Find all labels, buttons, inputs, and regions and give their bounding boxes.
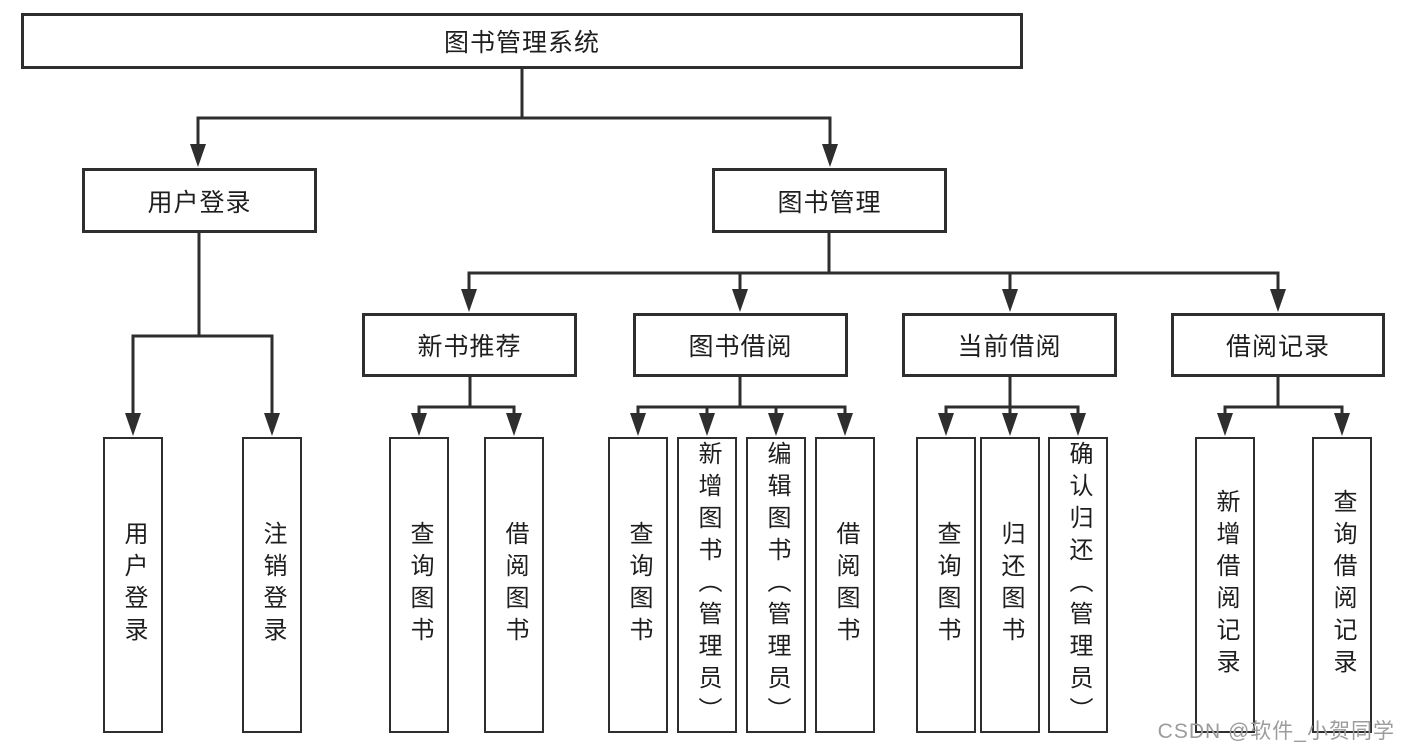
node-book-borrowing: 图书借阅 [633, 313, 848, 377]
connector-recommendation-to-leaves [417, 377, 516, 421]
arrowhead [411, 413, 427, 436]
node-label: 借阅记录 [1225, 333, 1330, 361]
arrowhead [1070, 413, 1086, 436]
node-label: 图书借阅 [688, 333, 793, 361]
arrowheads-leaves [125, 413, 1350, 436]
leaf-edit-books-admin: 编辑图书（管理员） [746, 437, 806, 733]
node-library-management-system: 图书管理系统 [21, 13, 1023, 69]
connector-root-to-level2 [196, 69, 832, 153]
arrowhead [732, 289, 748, 312]
arrowhead [461, 289, 477, 312]
arrowhead [125, 413, 141, 436]
arrowhead [630, 413, 646, 436]
leaf-borrow-books-borrowing: 借阅图书 [815, 437, 875, 733]
arrowhead [768, 413, 784, 436]
node-label: 编辑图书（管理员） [763, 441, 790, 729]
leaf-add-books-admin: 新增图书（管理员） [677, 437, 737, 733]
arrowhead [1217, 413, 1233, 436]
node-label: 当前借阅 [957, 333, 1062, 361]
connector-user-login-to-leaves [131, 233, 274, 421]
node-label: 新增借阅记录 [1212, 489, 1239, 681]
arrowhead [1002, 413, 1018, 436]
leaf-borrow-books-recommend: 借阅图书 [484, 437, 544, 733]
leaf-query-books-borrowing: 查询图书 [608, 437, 668, 733]
leaf-query-borrow-record: 查询借阅记录 [1312, 437, 1372, 733]
arrowhead [506, 413, 522, 436]
connector-records-to-leaves [1223, 377, 1344, 421]
node-label: 图书管理系统 [443, 29, 600, 57]
node-label: 新书推荐 [417, 333, 522, 361]
leaf-logout-login: 注销登录 [242, 437, 302, 733]
arrowhead [190, 144, 206, 167]
node-label: 用户登录 [120, 521, 147, 649]
node-label: 新增图书（管理员） [694, 441, 721, 729]
node-new-book-recommendation: 新书推荐 [362, 313, 577, 377]
node-label: 查询图书 [406, 521, 433, 649]
leaf-add-borrow-record: 新增借阅记录 [1195, 437, 1255, 733]
node-label: 用户登录 [147, 188, 252, 217]
arrowhead [699, 413, 715, 436]
arrowhead [837, 413, 853, 436]
connector-book-management-to-level3 [467, 233, 1280, 297]
node-book-management: 图书管理 [712, 168, 947, 233]
node-label: 归还图书 [997, 521, 1024, 649]
leaf-query-books-current: 查询图书 [916, 437, 976, 733]
node-label: 借阅图书 [501, 521, 528, 649]
arrowheads-level3 [461, 289, 1286, 312]
leaf-user-login: 用户登录 [103, 437, 163, 733]
arrowhead [938, 413, 954, 436]
node-label: 查询图书 [933, 521, 960, 649]
node-label: 借阅图书 [832, 521, 859, 649]
arrowhead [1002, 289, 1018, 312]
node-label: 查询借阅记录 [1329, 489, 1356, 681]
node-current-borrowing: 当前借阅 [902, 313, 1117, 377]
leaf-confirm-return-admin: 确认归还（管理员） [1048, 437, 1108, 733]
arrowhead [1334, 413, 1350, 436]
leaf-query-books-recommend: 查询图书 [389, 437, 449, 733]
arrowhead [264, 413, 280, 436]
node-label: 查询图书 [625, 521, 652, 649]
leaf-return-books: 归还图书 [980, 437, 1040, 733]
node-label: 注销登录 [259, 521, 286, 649]
connector-borrowing-to-leaves [636, 377, 847, 421]
node-borrowing-records: 借阅记录 [1171, 313, 1385, 377]
arrowhead [822, 144, 838, 167]
node-label: 确认归还（管理员） [1065, 441, 1092, 729]
csdn-watermark: CSDN @软件_小贺同学 [1157, 720, 1395, 743]
node-label: 图书管理 [777, 188, 882, 217]
node-user-login: 用户登录 [82, 168, 317, 233]
arrowheads-level2 [190, 144, 838, 167]
arrowhead [1270, 289, 1286, 312]
